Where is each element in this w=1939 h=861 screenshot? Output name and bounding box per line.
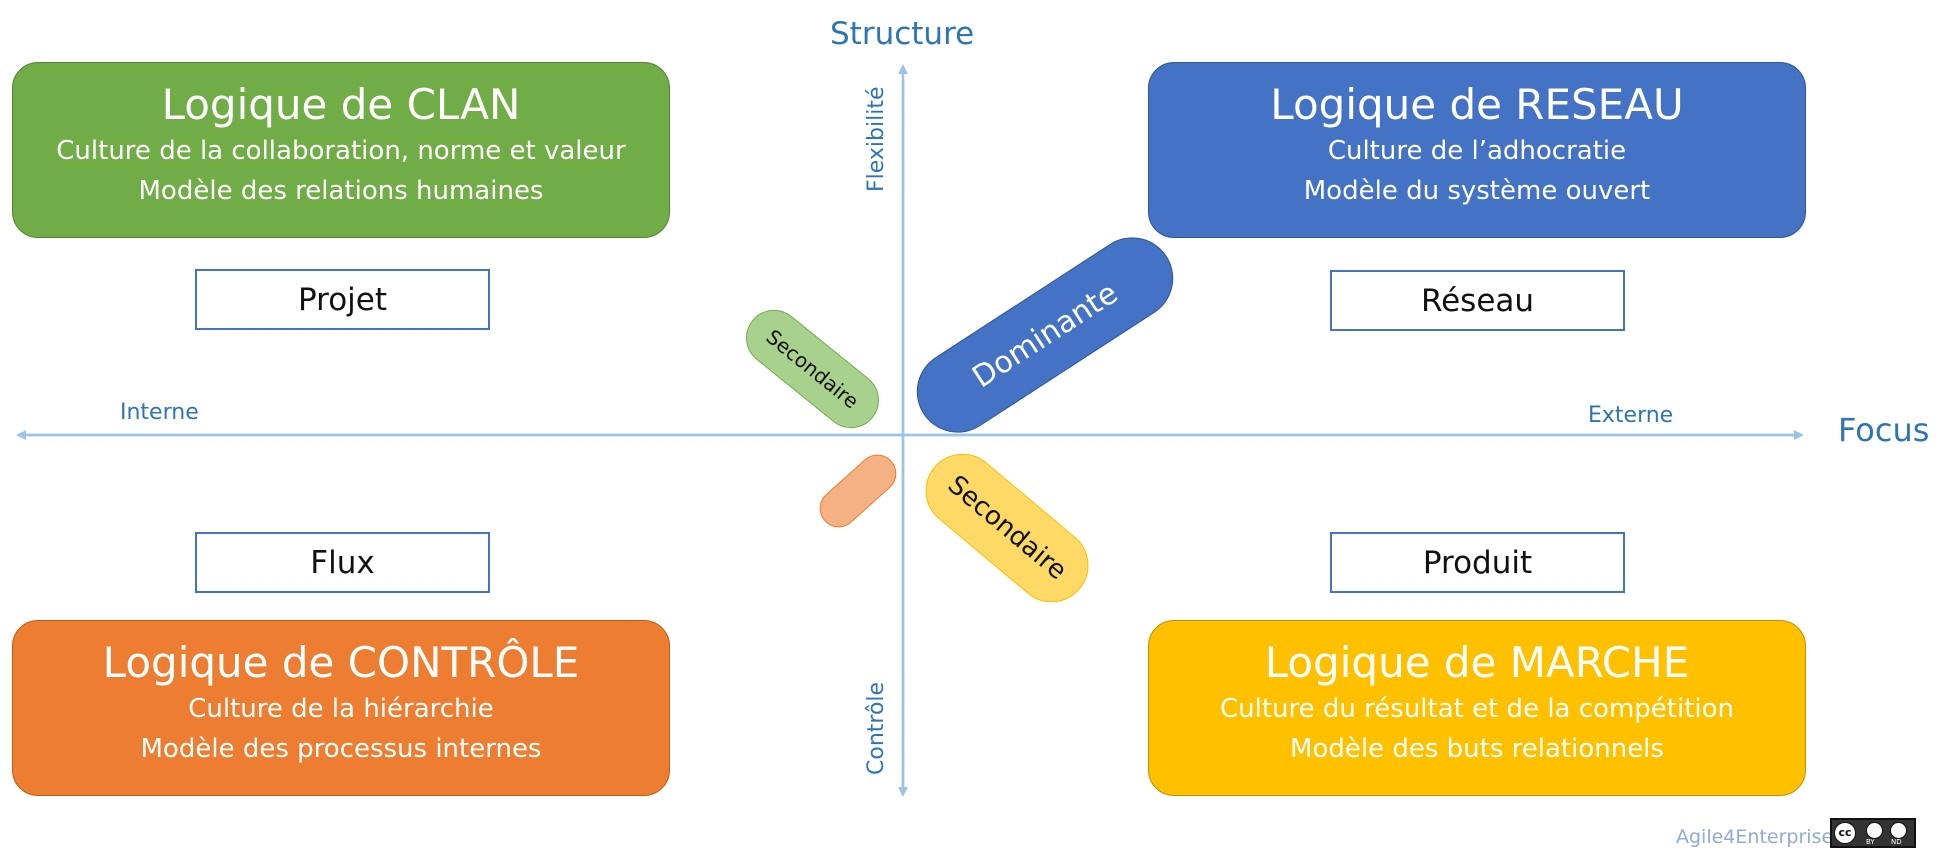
label-flux: Flux (195, 532, 490, 593)
quadrant-clan: Logique de CLAN Culture de la collaborat… (12, 62, 670, 238)
quadrant-marche-line2: Modèle des buts relationnels (1290, 734, 1664, 764)
quadrant-reseau-line1: Culture de l’adhocratie (1327, 136, 1627, 166)
license-badge: cc BY ND (1830, 818, 1916, 848)
axis-label-flexibilite: Flexibilité (864, 86, 889, 192)
quadrant-reseau: Logique de RESEAU Culture de l’adhocrati… (1148, 62, 1806, 238)
vertical-axis-title: Structure (830, 16, 975, 52)
axis-label-controle: Contrôle (864, 681, 889, 775)
license-by: BY (1866, 838, 1875, 846)
cc-icon: cc (1834, 822, 1856, 844)
quadrant-marche: Logique de MARCHE Culture du résultat et… (1148, 620, 1806, 796)
horizontal-axis-title: Focus (1838, 411, 1930, 449)
label-projet: Projet (195, 269, 490, 330)
quadrant-clan-title: Logique de CLAN (161, 80, 521, 129)
quadrant-controle-line2: Modèle des processus internes (140, 734, 542, 764)
nd-icon (1890, 822, 1907, 839)
quadrant-reseau-title: Logique de RESEAU (1270, 80, 1684, 129)
quadrant-marche-title: Logique de MARCHE (1264, 638, 1690, 687)
by-icon (1866, 822, 1883, 839)
quadrant-controle-title: Logique de CONTRÔLE (102, 638, 580, 687)
axis-label-interne: Interne (120, 400, 199, 425)
license-nd: ND (1891, 838, 1902, 846)
quadrant-controle-line1: Culture de la hiérarchie (188, 694, 494, 724)
quadrant-marche-line1: Culture du résultat et de la compétition (1220, 694, 1734, 724)
label-produit: Produit (1330, 532, 1625, 593)
quadrant-controle: Logique de CONTRÔLE Culture de la hiérar… (12, 620, 670, 796)
axis-label-externe: Externe (1588, 403, 1674, 428)
quadrant-reseau-line2: Modèle du système ouvert (1303, 176, 1651, 206)
credit-text: Agile4Enterprise (1676, 826, 1834, 848)
quadrant-clan-line2: Modèle des relations humaines (138, 176, 544, 206)
label-reseau: Réseau (1330, 270, 1625, 331)
quadrant-clan-line1: Culture de la collaboration, norme et va… (56, 136, 626, 166)
